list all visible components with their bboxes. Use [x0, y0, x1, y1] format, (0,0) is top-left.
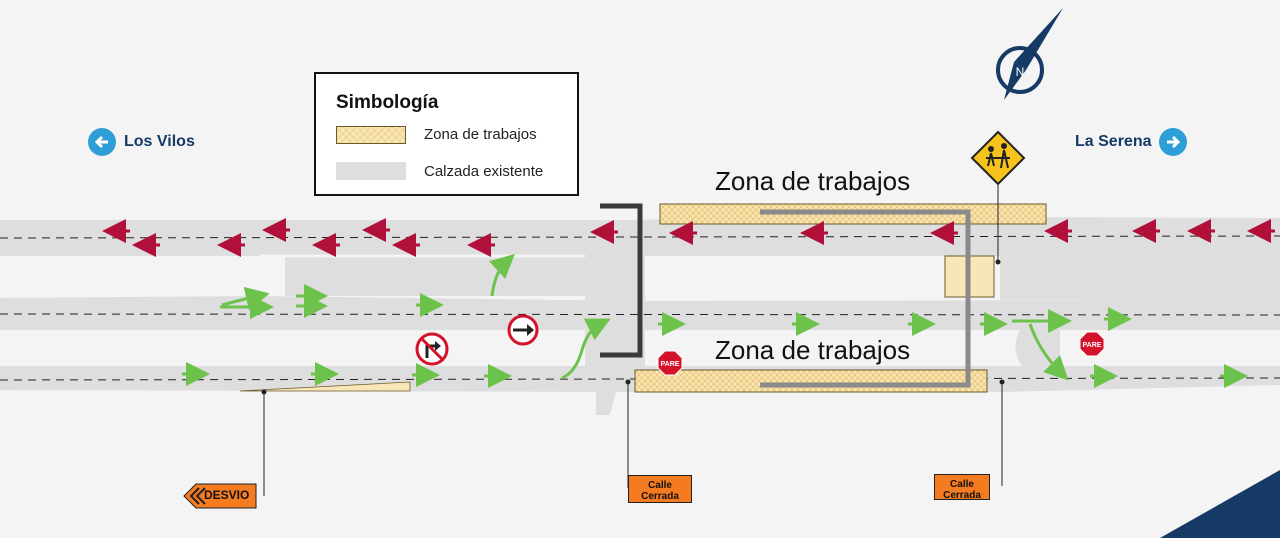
direction-left-label: Los Vilos — [124, 133, 195, 150]
keep-right-icon — [507, 314, 539, 346]
legend-swatch-existing-road — [336, 162, 406, 180]
closed-street-sign-2-line1: Calle — [950, 479, 974, 490]
barrier-left — [600, 203, 643, 358]
north-compass-icon: N — [996, 8, 1063, 100]
legend-swatch-work-zone — [336, 126, 406, 144]
arrow-right-icon — [1159, 128, 1188, 156]
legend-title: Simbología — [336, 92, 439, 113]
legend-box: Simbología Zona de trabajos Calzada exis… — [314, 72, 579, 196]
corner-decoration — [1160, 470, 1280, 538]
closed-street-sign-2: Calle Cerrada — [934, 474, 990, 501]
westbound-arrows — [102, 218, 1275, 257]
closed-street-sign-2-line2: Cerrada — [943, 490, 981, 501]
work-zone-top-label: Zona de trabajos — [715, 166, 911, 196]
barrier-right — [760, 209, 971, 388]
school-crossing-icon — [970, 130, 1026, 186]
legend-label-work-zone: Zona de trabajos — [424, 126, 537, 143]
detour-sign-label: DESVIO — [204, 488, 250, 502]
no-right-turn-icon — [415, 332, 449, 366]
closed-street-sign-1-line1: Calle — [648, 480, 672, 491]
svg-text:N: N — [1016, 65, 1025, 79]
closed-street-sign-1-line2: Cerrada — [641, 491, 679, 502]
direction-right: La Serena — [1075, 128, 1188, 156]
work-zone-small — [239, 381, 411, 392]
direction-left: Los Vilos — [88, 128, 195, 156]
stop-sign-2: PARE — [1079, 331, 1105, 357]
eastbound-arrows — [182, 253, 1248, 388]
work-zone-bottom-label: Zona de trabajos — [715, 335, 911, 365]
closed-street-sign-1: Calle Cerrada — [628, 475, 692, 503]
work-zone-bottom — [634, 369, 988, 393]
svg-text:PARE: PARE — [661, 361, 680, 368]
legend-label-existing-road: Calzada existente — [424, 163, 544, 180]
svg-text:PARE: PARE — [1083, 342, 1102, 349]
arrow-left-icon — [88, 128, 116, 156]
detour-sign — [183, 483, 257, 509]
stop-sign-1: PARE — [657, 350, 683, 376]
direction-right-label: La Serena — [1075, 133, 1152, 150]
